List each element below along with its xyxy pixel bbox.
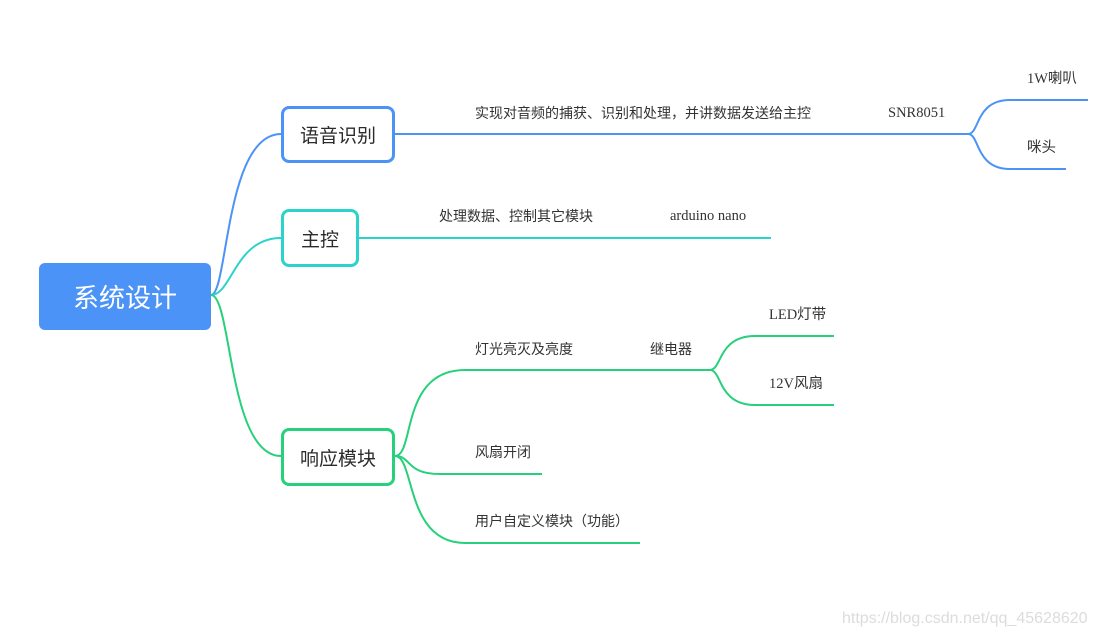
relay-label[interactable]: 继电器	[650, 342, 692, 358]
light-control-label[interactable]: 灯光亮灭及亮度	[475, 342, 573, 358]
connector-root-main	[210, 237, 282, 296]
microphone-label[interactable]: 咪头	[1027, 140, 1056, 156]
relay-to-fan	[709, 369, 834, 406]
main-control-node[interactable]: 主控	[281, 209, 359, 267]
led-strip-label[interactable]: LED灯带	[769, 307, 827, 323]
fan-toggle-label[interactable]: 风扇开闭	[475, 445, 531, 461]
response-to-custom	[394, 455, 640, 544]
root-node[interactable]: 系统设计	[39, 263, 211, 330]
voice-recognition-node[interactable]: 语音识别	[281, 106, 395, 163]
relay-to-led	[709, 335, 834, 371]
main-description[interactable]: 处理数据、控制其它模块	[439, 209, 593, 225]
response-module-node[interactable]: 响应模块	[281, 428, 395, 486]
speaker-label[interactable]: 1W喇叭	[1027, 71, 1077, 87]
connector-root-voice	[210, 133, 282, 296]
watermark: https://blog.csdn.net/qq_45628620	[842, 610, 1088, 627]
voice-chip-label[interactable]: SNR8051	[888, 105, 946, 121]
main-board-label[interactable]: arduino nano	[670, 208, 747, 224]
voice-to-mic	[967, 133, 1066, 170]
voice-description[interactable]: 实现对音频的捕获、识别和处理，并讲数据发送给主控	[475, 106, 811, 122]
voice-to-speaker	[967, 99, 1088, 135]
custom-module-label[interactable]: 用户自定义模块（功能）	[475, 514, 629, 530]
fan-12v-label[interactable]: 12V风扇	[769, 376, 823, 392]
connector-root-response	[210, 294, 282, 457]
response-to-light	[394, 369, 710, 457]
response-to-fan-toggle	[394, 455, 542, 475]
